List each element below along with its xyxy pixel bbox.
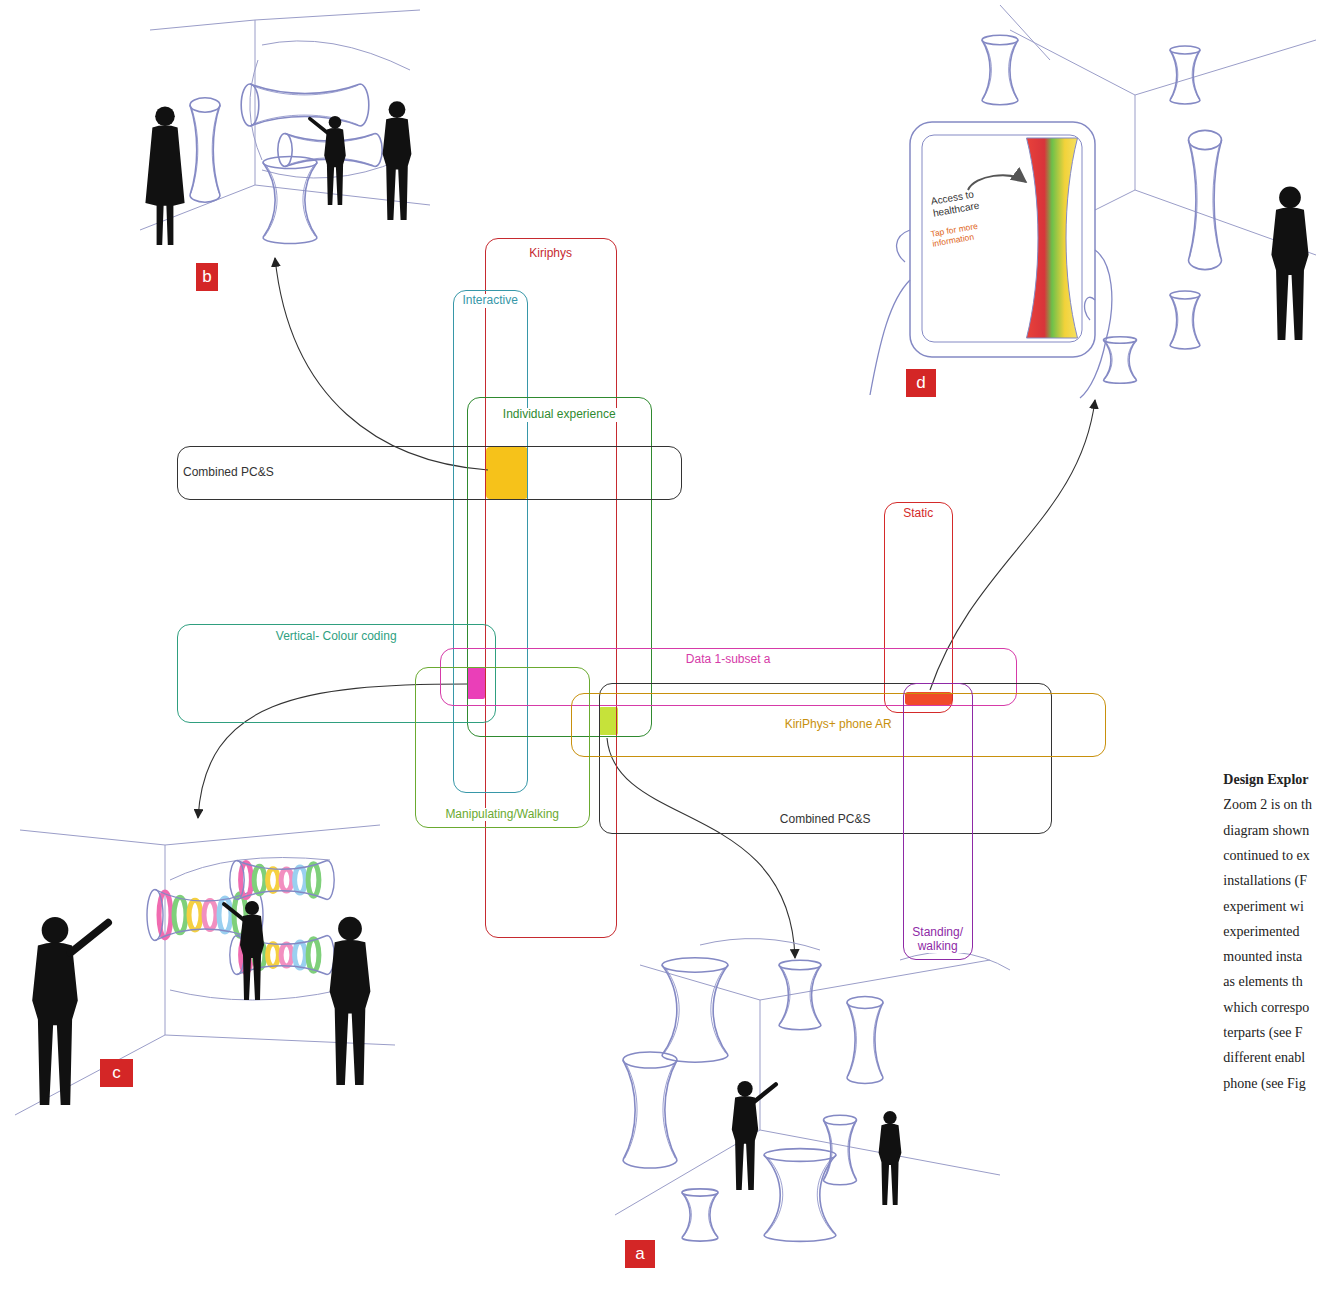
body-text: Zoom 2 is on th — [1223, 797, 1312, 813]
body-text: as elements th — [1223, 974, 1302, 990]
kiriphys-sculpture — [1189, 130, 1222, 269]
body-text: diagram shown — [1223, 823, 1309, 839]
sketch-letter-text: b — [202, 267, 211, 287]
person-silhouette — [732, 1081, 776, 1190]
hand-outline — [870, 230, 1112, 398]
set-label: Combined PC&S — [778, 813, 873, 827]
set-region: Static — [884, 502, 953, 713]
room-line — [615, 939, 1010, 1215]
sketch-letter: a — [625, 1240, 655, 1268]
kiriphys-sculpture — [824, 1115, 857, 1185]
set-region: Data 1-subset a — [440, 648, 1017, 706]
set-region: Combined PC&S — [177, 446, 682, 500]
kiriphys-sculpture — [764, 1149, 836, 1242]
kiriphys-sculpture — [662, 958, 728, 1062]
person-silhouette — [330, 917, 371, 1085]
person-silhouette — [145, 106, 184, 245]
sketch-a — [615, 939, 1010, 1242]
body-text: phone (see Fig — [1223, 1076, 1305, 1092]
ar-sculpture — [1027, 138, 1078, 338]
screen-hint: Tap for more information — [930, 217, 1006, 249]
kiriphys-sculpture — [847, 997, 883, 1084]
set-region: Manipulating/Walking — [415, 667, 590, 828]
set-region: Vertical- Colour coding — [177, 624, 496, 723]
room-line — [15, 825, 395, 1115]
person-silhouette — [32, 917, 108, 1105]
section-heading: Design Explor — [1223, 772, 1308, 788]
coloured-sculpture — [230, 861, 334, 900]
set-label: Static — [901, 507, 935, 521]
set-label: Standing/ walking — [907, 926, 969, 954]
kiriphys-sculpture — [241, 84, 369, 126]
body-text: continued to ex — [1223, 848, 1309, 864]
kiriphys-sculpture — [682, 1189, 718, 1241]
kiriphys-sculpture — [1170, 46, 1200, 104]
kiriphys-sculpture — [623, 1052, 677, 1168]
sketch-d — [870, 5, 1316, 398]
set-region: KiriPhys+ phone AR — [571, 693, 1106, 757]
set-region: Combined PC&S — [599, 683, 1052, 834]
sketch-letter: d — [906, 369, 936, 397]
body-text: terparts (see F — [1223, 1025, 1302, 1041]
person-silhouette — [224, 901, 264, 1000]
sketch-letter-text: a — [635, 1244, 644, 1264]
rotate-arrow — [968, 175, 1026, 190]
kiriphys-sculpture — [1104, 337, 1137, 383]
sketch-letter: c — [100, 1059, 133, 1087]
overlap-square — [486, 447, 528, 499]
sketch-b — [140, 10, 430, 245]
overlap-marks — [467, 447, 952, 735]
body-text: experimented — [1223, 924, 1299, 940]
body-text: which correspo — [1223, 1000, 1309, 1016]
body-text: different enabl — [1223, 1050, 1305, 1066]
set-label: Individual experience — [501, 408, 618, 422]
set-label: Manipulating/Walking — [443, 808, 561, 822]
screen-text: Access to healthcare — [930, 183, 1007, 219]
leader-line — [198, 684, 468, 818]
person-silhouette — [383, 101, 412, 220]
sketch-letter-text: c — [112, 1063, 121, 1083]
leader-line — [607, 738, 795, 958]
body-text: installations (F — [1223, 873, 1307, 889]
body-text: experiment wi — [1223, 899, 1303, 915]
set-label: Vertical- Colour coding — [274, 630, 399, 644]
set-label: Combined PC&S — [181, 466, 276, 480]
set-label: Kiriphys — [527, 247, 574, 261]
tablet-screen — [922, 135, 1082, 342]
set-region: Standing/ walking — [903, 683, 973, 960]
overlap-square — [467, 667, 485, 699]
set-region: Individual experience — [467, 397, 652, 737]
sketch-letter: b — [196, 263, 218, 291]
person-silhouette — [310, 116, 346, 205]
set-label: KiriPhys+ phone AR — [783, 718, 894, 732]
overlap-square — [599, 707, 618, 735]
set-region: Interactive — [453, 290, 528, 793]
tablet-frame — [910, 122, 1095, 357]
set-region: Kiriphys — [485, 238, 617, 938]
leader-lines — [198, 258, 1095, 958]
kiriphys-sculpture — [982, 35, 1018, 105]
kiriphys-sculpture — [779, 960, 821, 1030]
leader-line — [930, 400, 1095, 690]
kiriphys-sculpture — [263, 157, 317, 244]
sketch-c — [15, 825, 395, 1115]
leader-line — [275, 258, 488, 470]
kiriphys-sculpture — [1170, 291, 1200, 349]
person-silhouette — [1271, 187, 1308, 340]
body-text: mounted insta — [1223, 949, 1302, 965]
set-label: Interactive — [461, 294, 520, 308]
sketch-letter-text: d — [916, 373, 925, 393]
person-silhouette — [879, 1111, 902, 1205]
kiriphys-sculpture — [190, 98, 220, 202]
set-label: Data 1-subset a — [684, 653, 773, 667]
